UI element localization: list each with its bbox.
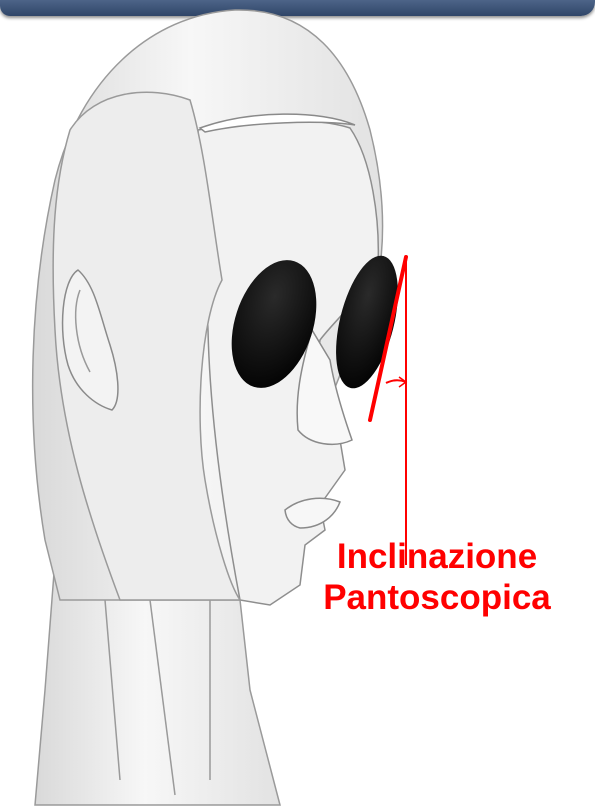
angle-label: Inclinazione Pantoscopica xyxy=(282,536,592,618)
angle-label-line1: Inclinazione xyxy=(282,536,592,577)
angle-label-line2: Pantoscopica xyxy=(282,577,592,618)
